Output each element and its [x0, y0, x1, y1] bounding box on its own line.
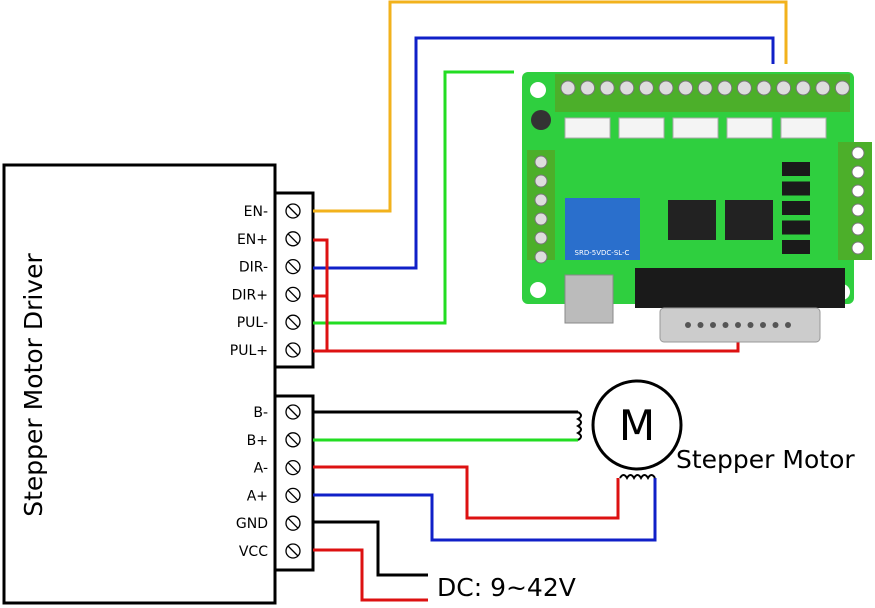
terminal-label: VCC	[239, 544, 268, 560]
dir-minus-wire	[313, 36, 775, 270]
pul-minus-wire	[313, 70, 514, 325]
a-minus-wire	[313, 465, 620, 520]
terminal-screw	[285, 286, 301, 303]
power-terminal-block	[273, 394, 315, 572]
terminal-screw	[285, 314, 301, 330]
control-terminal-block	[273, 191, 315, 369]
terminal-label: B+	[247, 433, 268, 449]
terminal-label: PUL-	[237, 315, 268, 331]
terminal-screw	[285, 203, 301, 219]
terminal-screw	[285, 342, 301, 358]
driver-title: Stepper Motor Driver	[19, 253, 48, 517]
terminal-screw	[285, 231, 301, 247]
chip-1	[668, 200, 716, 240]
terminal-label: PUL+	[230, 343, 268, 359]
coil-b	[576, 411, 582, 441]
right-terminal-strip	[838, 142, 872, 260]
terminal-screw	[285, 543, 301, 559]
driver-box	[2, 163, 277, 605]
terminal-screw	[285, 404, 301, 420]
terminal-label: DIR+	[232, 287, 268, 303]
terminal-label: B-	[253, 405, 268, 421]
terminal-screw	[285, 459, 301, 476]
terminal-label: GND	[236, 516, 268, 532]
terminal-screw	[285, 432, 301, 448]
terminal-screw	[285, 487, 301, 504]
terminal-screw	[285, 258, 301, 275]
db25-connector	[635, 268, 845, 308]
motor-symbol-letter: M	[619, 401, 655, 450]
terminal-screw	[285, 515, 301, 531]
terminal-label: A-	[254, 461, 268, 477]
terminal-label: EN-	[244, 204, 268, 220]
svg-text:SRD-5VDC-SL-C: SRD-5VDC-SL-C	[575, 249, 630, 257]
terminal-label: A+	[247, 488, 268, 504]
terminal-label: EN+	[237, 232, 268, 248]
terminal-label: DIR-	[239, 260, 268, 276]
motor-symbol	[591, 379, 683, 471]
pul-plus-wire	[313, 342, 740, 353]
motor-label: Stepper Motor	[676, 445, 855, 474]
en-plus-wire	[313, 238, 329, 351]
vcc-wire	[313, 548, 428, 602]
chip-2	[725, 200, 773, 240]
en-minus-wire	[313, 0, 788, 213]
coil-a	[619, 474, 656, 480]
breakout-board: SRD-5VDC-SL-C	[522, 72, 872, 343]
usb-port	[564, 274, 614, 324]
gnd-wire	[313, 520, 428, 577]
power-supply-label: DC: 9~42V	[437, 573, 576, 602]
relay	[565, 198, 640, 260]
a-plus-wire	[313, 478, 657, 542]
